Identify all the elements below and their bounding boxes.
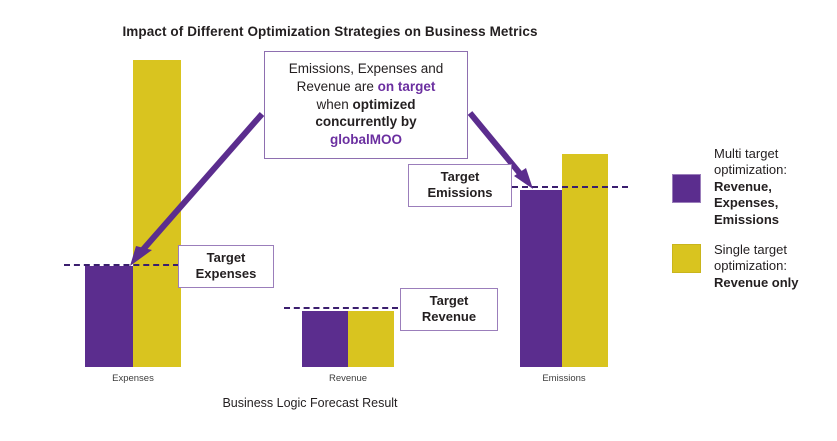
target-expenses-label: Target Expenses	[178, 245, 274, 288]
bar-emissions-single	[562, 154, 608, 367]
legend-single-line-2: optimization:	[714, 258, 787, 274]
x-axis-title: Business Logic Forecast Result	[222, 396, 398, 410]
legend-multi-line-4: Expenses,	[714, 195, 779, 211]
target-line-expenses	[64, 264, 179, 266]
callout-line-1: Emissions, Expenses and	[288, 61, 444, 76]
page-title: Impact of Different Optimization Strateg…	[122, 24, 538, 39]
legend-item-multi-target: Multi target optimization: Revenue, Expe…	[672, 146, 834, 228]
callout-line-2: Revenue are on target	[273, 78, 459, 96]
bar-revenue-multi	[302, 311, 348, 367]
bar-expenses-multi	[85, 266, 133, 367]
callout-line-2-text: Revenue are	[296, 78, 378, 94]
legend-multi-line-5: Emissions	[714, 211, 780, 227]
target-line-revenue	[284, 307, 398, 309]
legend-swatch-purple-icon	[672, 174, 701, 203]
callout-brand-name: globalMOO	[330, 132, 402, 148]
callout-line-4: concurrently by	[315, 114, 417, 130]
target-revenue-line-2: Revenue	[421, 308, 477, 324]
legend-multi-line-2: optimization:	[714, 162, 787, 178]
category-label-expenses: Expenses	[112, 373, 154, 384]
bar-revenue-single	[348, 311, 394, 367]
target-line-emissions	[512, 186, 628, 188]
category-label-revenue: Revenue	[328, 373, 368, 384]
legend-multi-line-3: Revenue,	[714, 178, 772, 194]
callout-optimized-text: optimized	[352, 96, 416, 112]
target-expenses-line-2: Expenses	[195, 265, 257, 281]
category-label-emissions: Emissions	[542, 373, 586, 384]
target-emissions-line-2: Emissions	[427, 184, 493, 200]
legend-label-single-target: Single target optimization: Revenue only	[714, 242, 834, 291]
plot-area: Expenses Revenue Emissions Emissions, Ex…	[64, 51, 628, 410]
callout-on-target-text: on target	[377, 78, 436, 94]
legend-swatch-yellow-icon	[672, 243, 701, 273]
target-revenue-label: Target Revenue	[400, 288, 498, 331]
target-revenue-line-1: Target	[429, 293, 469, 308]
target-emissions-line-1: Target	[440, 169, 480, 184]
callout-line-3-text: when	[316, 96, 353, 112]
bar-emissions-multi	[520, 190, 562, 367]
legend-multi-line-1: Multi target	[714, 146, 779, 161]
bar-expenses-single	[133, 60, 181, 367]
legend-single-line-1: Single target	[714, 241, 787, 257]
target-emissions-label: Target Emissions	[408, 164, 512, 207]
legend-label-multi-target: Multi target optimization: Revenue, Expe…	[714, 146, 834, 228]
callout-annotation: Emissions, Expenses and Revenue are on t…	[264, 51, 468, 160]
legend-single-line-3: Revenue only	[714, 274, 799, 290]
chart-legend: Multi target optimization: Revenue, Expe…	[672, 146, 834, 305]
callout-line-3: when optimized	[273, 96, 459, 114]
legend-item-single-target: Single target optimization: Revenue only	[672, 242, 834, 291]
target-expenses-line-1: Target	[206, 250, 246, 265]
